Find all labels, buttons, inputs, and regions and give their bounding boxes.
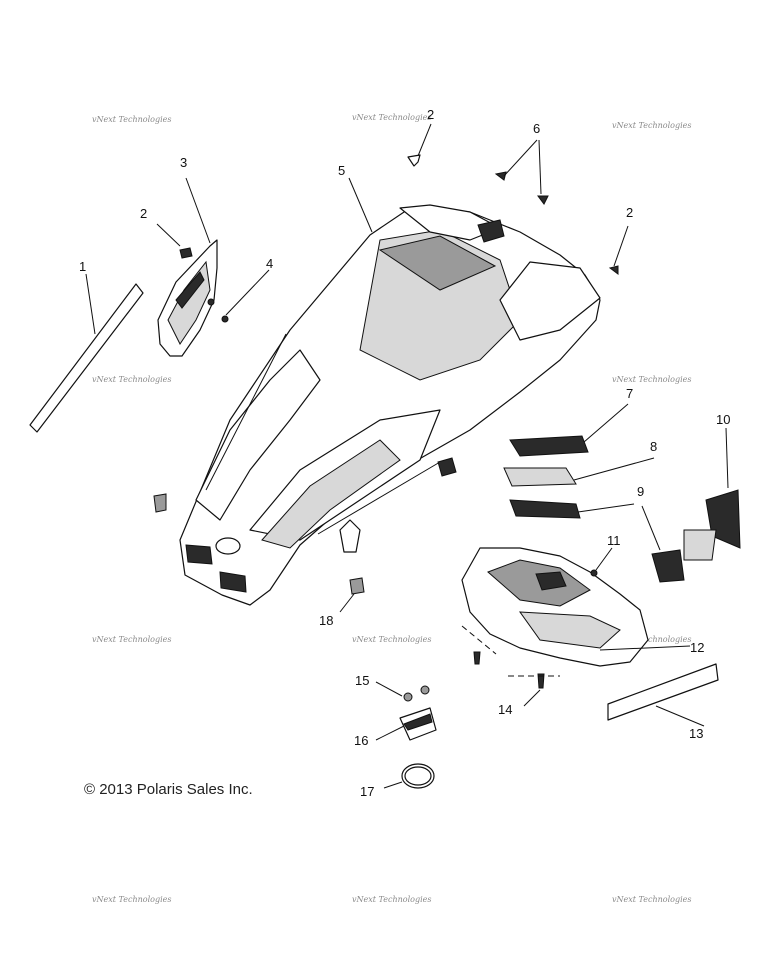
- part-3-side-panel: [157, 239, 218, 357]
- part-5-hood: [179, 204, 601, 606]
- watermark: vNext Technologies: [92, 375, 171, 384]
- callout-12: 12: [690, 640, 704, 655]
- watermark: vNext Technologies: [612, 635, 691, 644]
- callout-15: 15: [355, 673, 369, 688]
- callout-2: 2: [626, 205, 633, 220]
- part-11-bolt: [590, 547, 613, 577]
- part-15-fasteners: [375, 681, 430, 702]
- callout-1: 1: [79, 259, 86, 274]
- callout-6: 6: [533, 121, 540, 136]
- callout-3: 3: [180, 155, 187, 170]
- callout-17: 17: [360, 784, 374, 799]
- callout-9: 9: [637, 484, 644, 499]
- callout-18: 18: [319, 613, 333, 628]
- watermark: vNext Technologies: [612, 375, 691, 384]
- callout-16: 16: [354, 733, 368, 748]
- callout-4: 4: [266, 256, 273, 271]
- part-2-fastener-right: [608, 225, 629, 275]
- callout-5: 5: [338, 163, 345, 178]
- watermark: vNext Technologies: [612, 121, 691, 130]
- watermark: vNext Technologies: [352, 113, 431, 122]
- callout-8: 8: [650, 439, 657, 454]
- watermark: vNext Technologies: [92, 895, 171, 904]
- callout-7: 7: [626, 386, 633, 401]
- watermark: vNext Technologies: [612, 895, 691, 904]
- callout-10: 10: [716, 412, 730, 427]
- watermark: vNext Technologies: [92, 115, 171, 124]
- part-14-pins: [461, 625, 560, 707]
- part-1-decal-strip: [29, 283, 144, 433]
- part-13-decal: [607, 663, 719, 727]
- part-7-decal: [509, 403, 629, 457]
- callout-14: 14: [498, 702, 512, 717]
- callout-13: 13: [689, 726, 703, 741]
- callout-11: 11: [607, 533, 621, 548]
- part-16-bracket: [375, 707, 437, 741]
- lead-1: [85, 273, 96, 335]
- watermark: vNext Technologies: [352, 895, 431, 904]
- hood-clip: [153, 493, 167, 513]
- lead-5: [348, 177, 373, 233]
- part-8-pad: [503, 457, 655, 487]
- watermarks: vNext Technologies vNext Technologies vN…: [92, 113, 691, 904]
- part-18-clip: [339, 577, 365, 613]
- part-6-screws: [494, 139, 549, 205]
- part-2-fastener-left: [156, 223, 193, 259]
- part-12-console: [461, 547, 691, 667]
- lead-3: [185, 177, 211, 244]
- part-10-grille: [683, 427, 741, 561]
- callout-2: 2: [140, 206, 147, 221]
- part-17-o-ring: [383, 763, 435, 789]
- copyright-text: © 2013 Polaris Sales Inc.: [84, 781, 253, 798]
- callout-labels: 1 2 2 2 3 4 5 6 7 8 9 10 11 12 13 14 15 …: [79, 107, 730, 799]
- part-4-bolt: [221, 269, 270, 323]
- callout-2: 2: [427, 107, 434, 122]
- watermark: vNext Technologies: [352, 635, 431, 644]
- part-2-fastener-top: [407, 123, 432, 167]
- part-9b-grille: [641, 505, 685, 583]
- part-9-decal: [509, 499, 635, 519]
- watermark: vNext Technologies: [92, 635, 171, 644]
